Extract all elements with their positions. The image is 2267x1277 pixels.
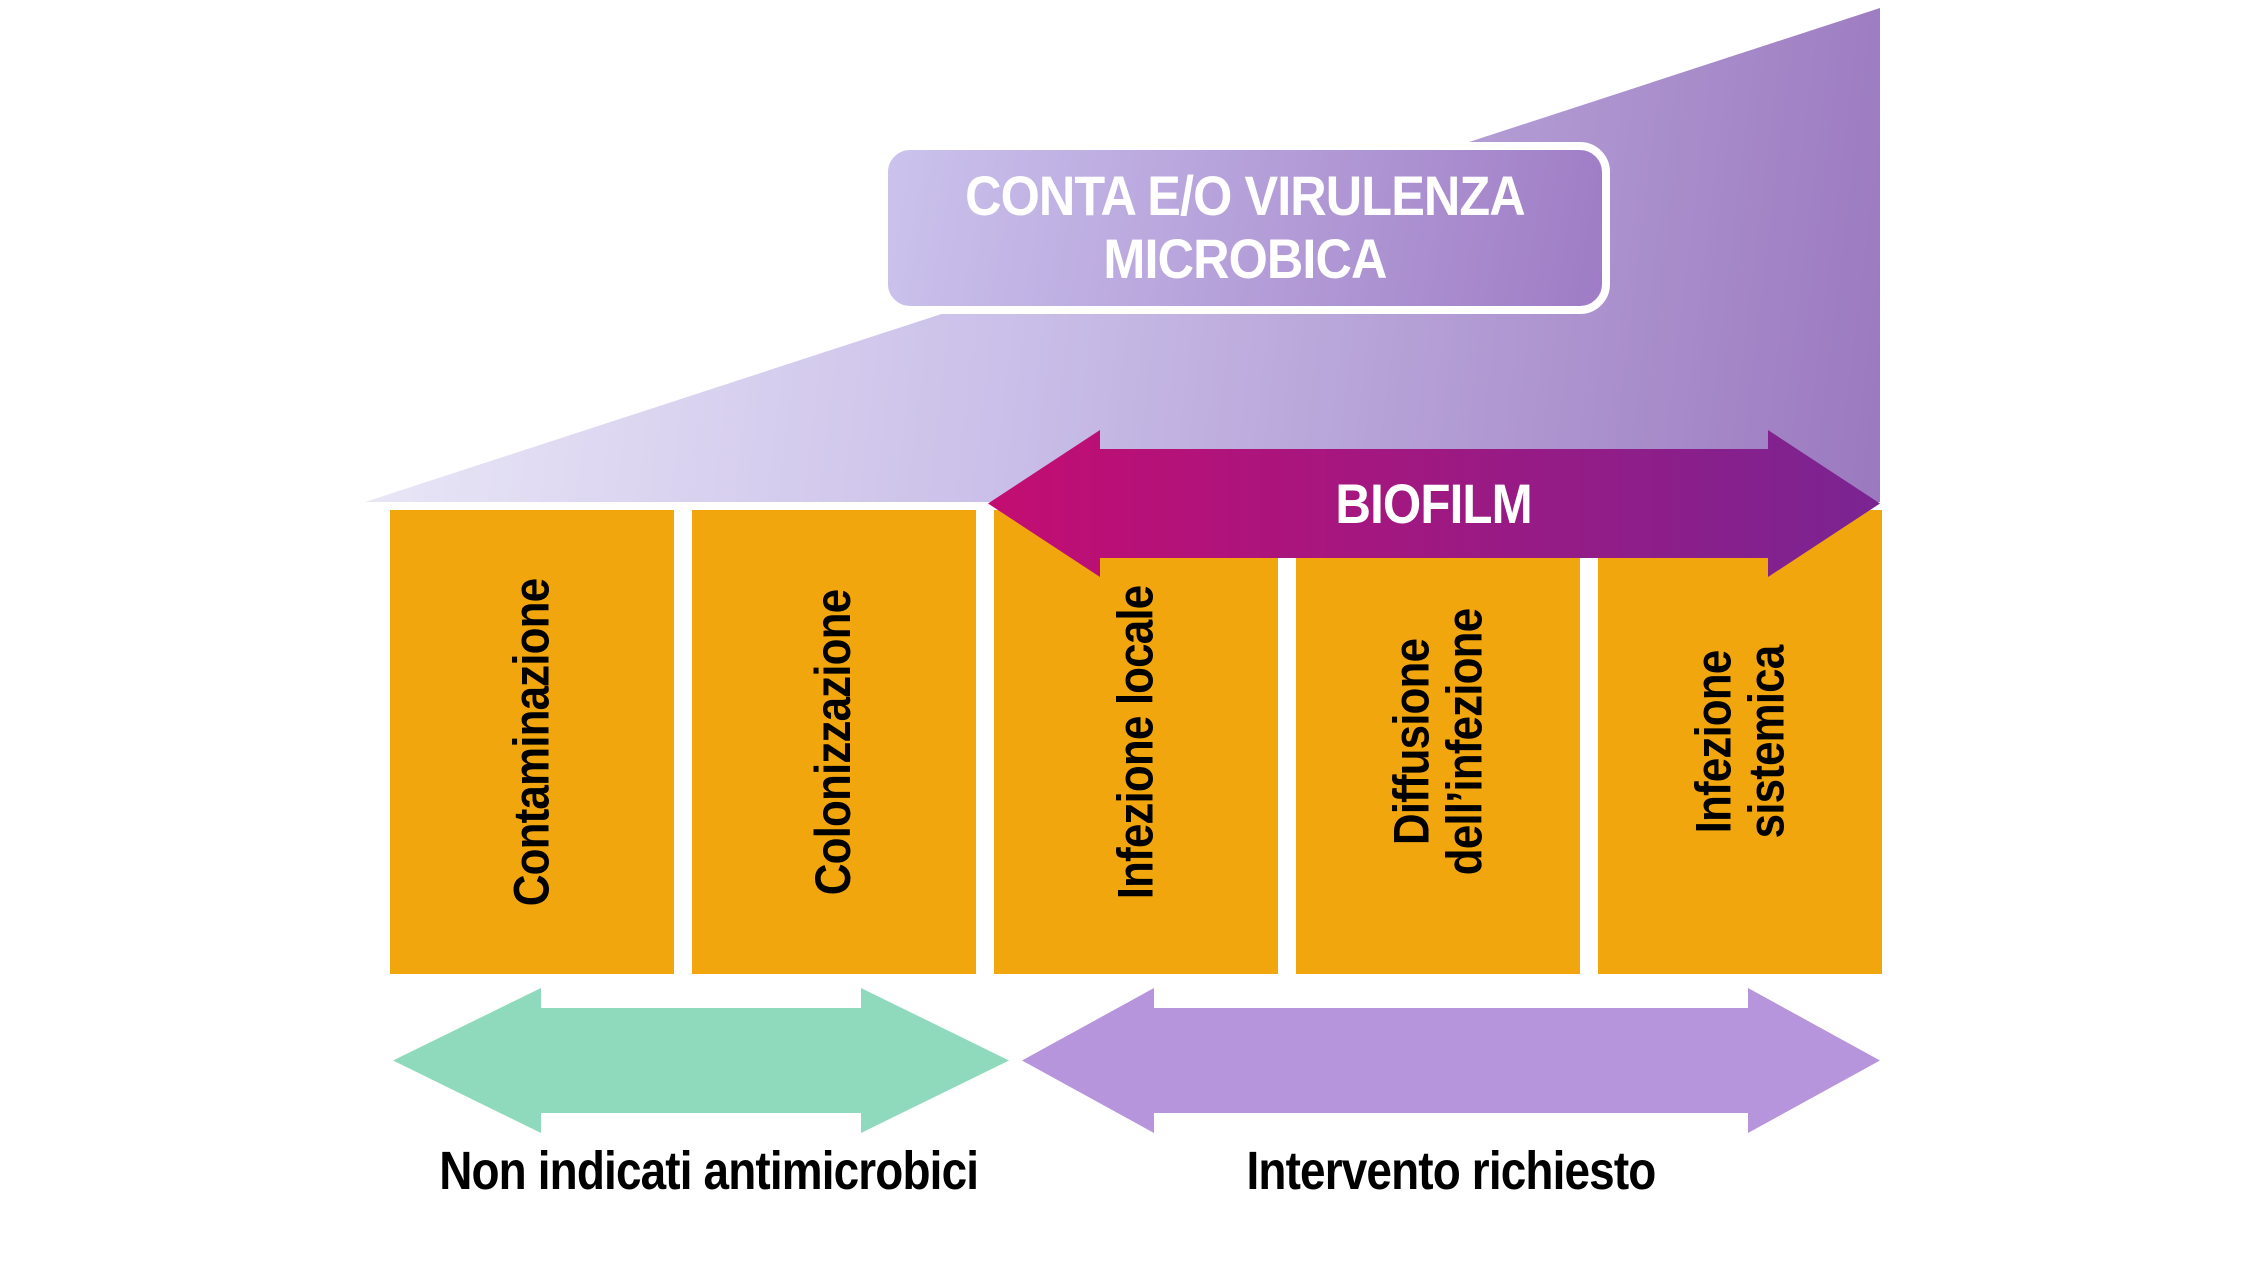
stage-label-line: Infezione locale (1107, 585, 1164, 899)
no-antimicrobials-label: Non indicati antimicrobici (439, 1141, 979, 1201)
intervention-double-arrow-icon (1022, 988, 1880, 1133)
title-box: CONTA E/O VIRULENZA MICROBICA (880, 142, 1610, 314)
stage-box-diffusione-infezione: Diffusione dell’infezione (1296, 510, 1580, 974)
stage-label-line: Infezione (1685, 650, 1741, 834)
stage-label: Diffusione dell’infezione (1383, 608, 1493, 876)
stage-label: Infezione sistemica (1685, 645, 1794, 839)
title-line-1: CONTA E/O VIRULENZA (965, 164, 1526, 228)
stage-label: Contaminazione (503, 578, 560, 906)
biofilm-label: BIOFILM (1335, 472, 1533, 535)
stage-box-infezione-sistemica: Infezione sistemica (1598, 510, 1882, 974)
stage-label: Colonizzazione (805, 589, 862, 895)
no-antimicrobials-double-arrow-icon (393, 988, 1009, 1133)
stage-label-line: dell’infezione (1436, 608, 1493, 876)
stage-box-contaminazione: Contaminazione (390, 510, 674, 974)
stage-label-line: sistemica (1738, 645, 1794, 839)
stage-label-line: Diffusione (1383, 638, 1440, 846)
title-line-2: MICROBICA (1103, 227, 1387, 290)
stage-label-line: Colonizzazione (805, 589, 862, 895)
stage-box-infezione-locale: Infezione locale (994, 510, 1278, 974)
intervention-label: Intervento richiesto (1246, 1141, 1657, 1201)
title-text: CONTA E/O VIRULENZA MICROBICA (965, 164, 1526, 290)
stage-label-line: Contaminazione (503, 578, 560, 906)
stage-box-colonizzazione: Colonizzazione (692, 510, 976, 974)
biofilm-double-arrow-icon: BIOFILM (988, 430, 1880, 577)
stage-label: Infezione locale (1107, 585, 1164, 899)
